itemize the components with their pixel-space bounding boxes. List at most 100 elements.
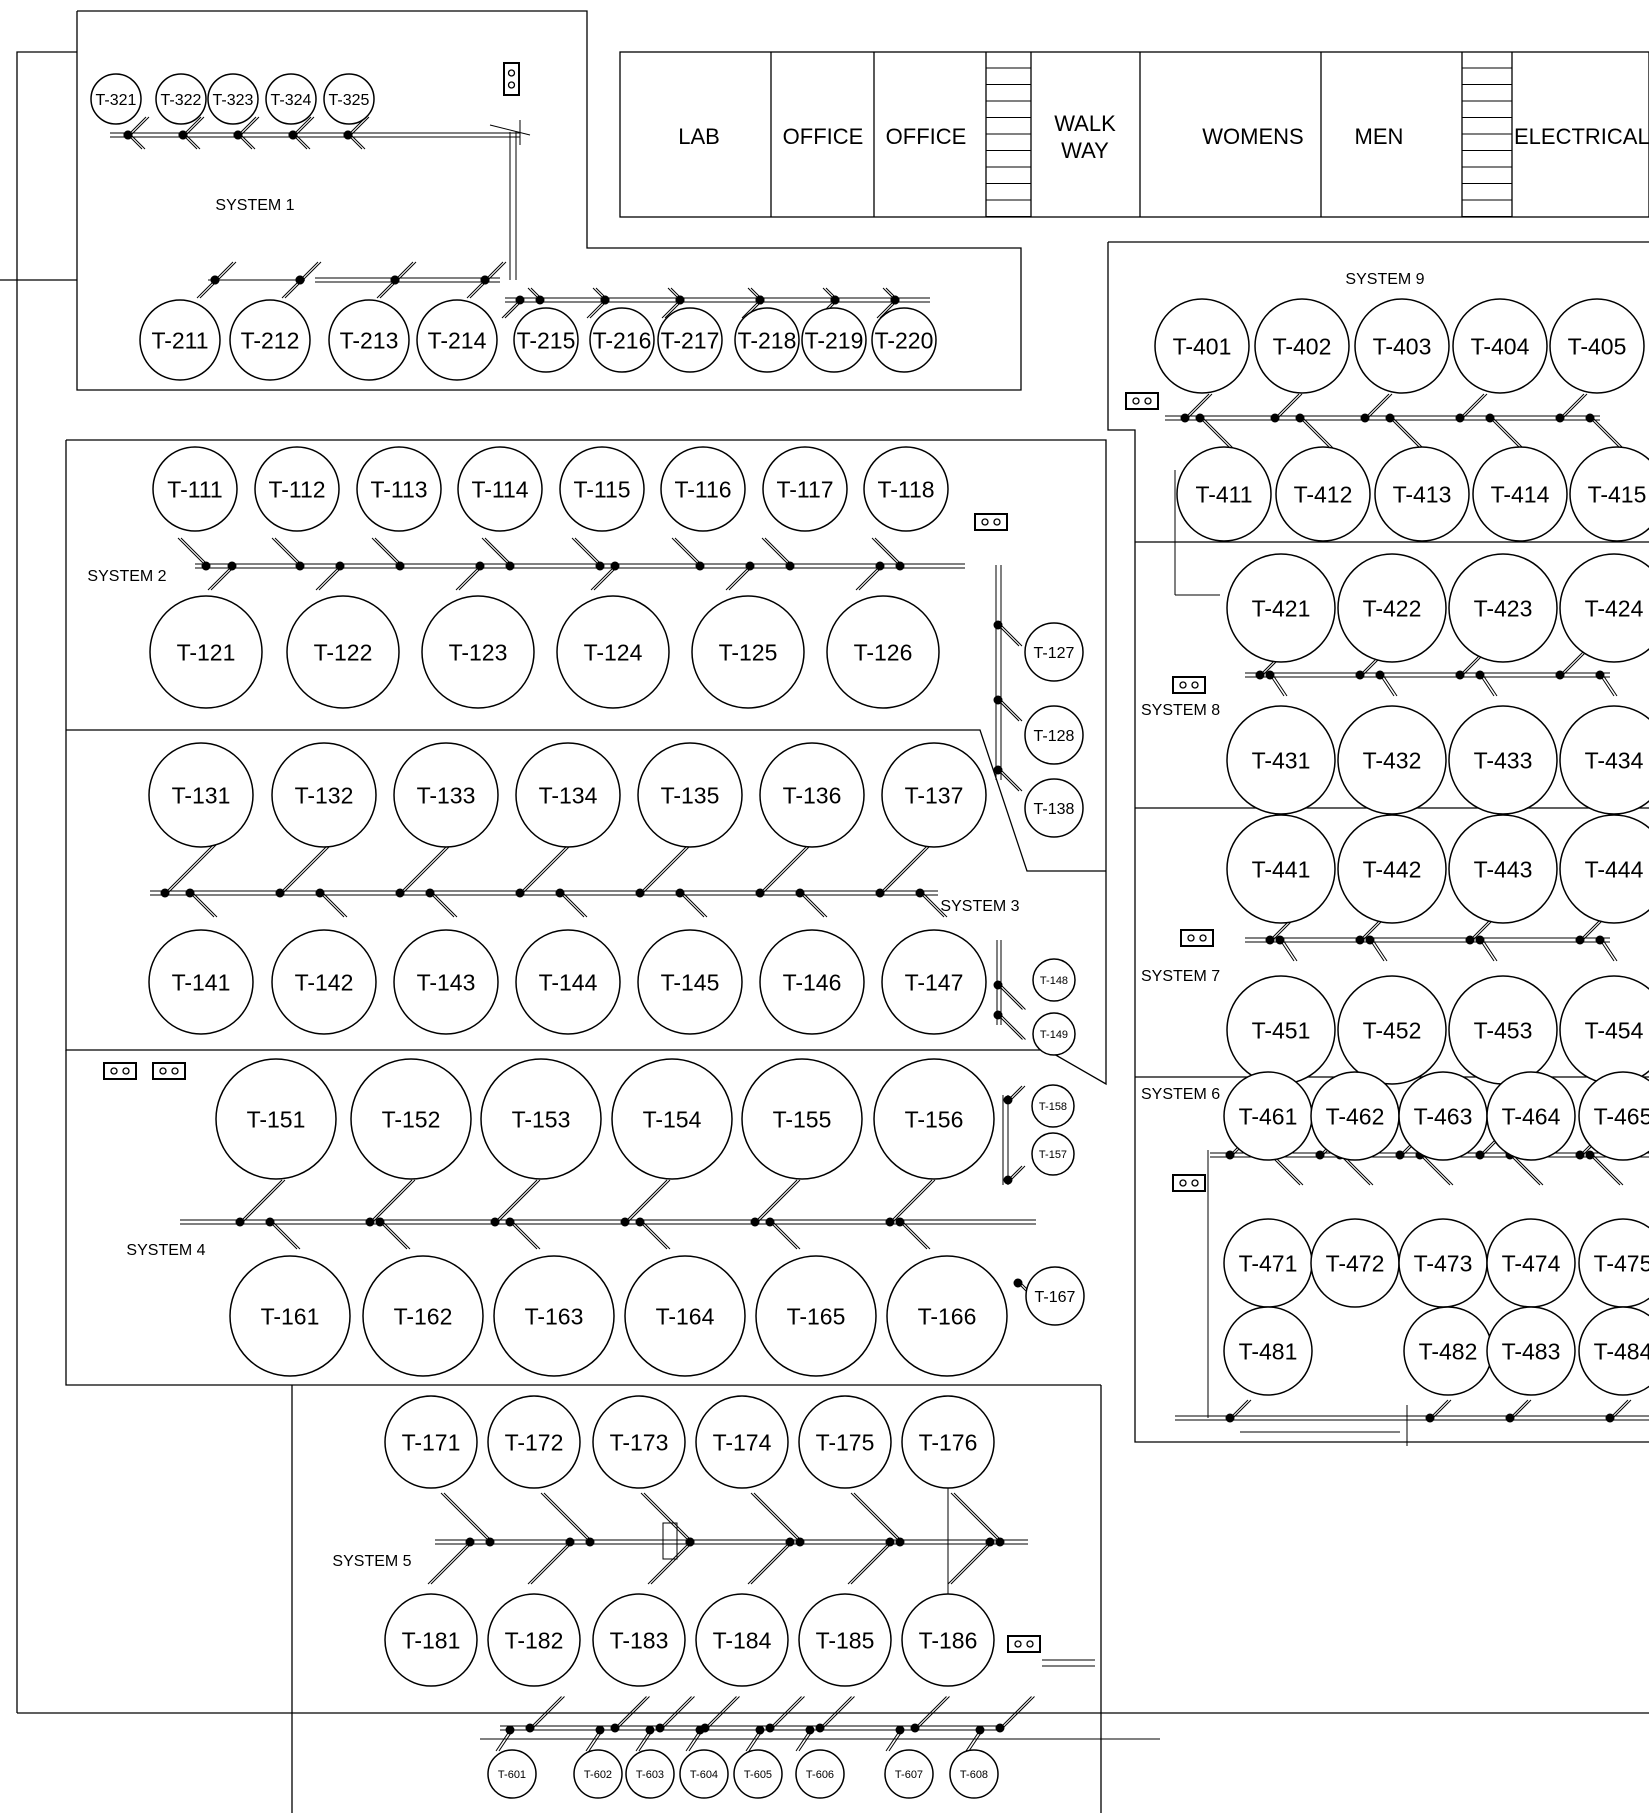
tank[interactable]: T-471 [1223, 1218, 1313, 1308]
tank[interactable]: T-132 [271, 742, 377, 848]
tank[interactable]: T-453 [1448, 975, 1558, 1085]
tank[interactable]: T-126 [826, 595, 940, 709]
tank[interactable]: T-323 [207, 73, 259, 125]
tank[interactable]: T-154 [611, 1058, 733, 1180]
tank[interactable]: T-482 [1403, 1306, 1493, 1396]
tank[interactable]: T-161 [229, 1255, 351, 1377]
tank[interactable]: T-163 [493, 1255, 615, 1377]
tank[interactable]: T-606 [795, 1749, 845, 1799]
tank[interactable]: T-114 [457, 446, 543, 532]
tank[interactable]: T-112 [254, 446, 340, 532]
tank[interactable]: T-405 [1549, 298, 1645, 394]
tank[interactable]: T-325 [323, 73, 375, 125]
tank[interactable]: T-167 [1025, 1266, 1085, 1326]
tank[interactable]: T-441 [1226, 814, 1336, 924]
tank[interactable]: T-113 [356, 446, 442, 532]
tank[interactable]: T-166 [886, 1255, 1008, 1377]
tank[interactable]: T-402 [1254, 298, 1350, 394]
tank[interactable]: T-124 [556, 595, 670, 709]
tank[interactable]: T-608 [949, 1749, 999, 1799]
tank[interactable]: T-176 [901, 1395, 995, 1489]
tank[interactable]: T-605 [733, 1749, 783, 1799]
tank[interactable]: T-186 [901, 1593, 995, 1687]
tank[interactable]: T-472 [1310, 1218, 1400, 1308]
tank[interactable]: T-462 [1310, 1071, 1400, 1161]
tank[interactable]: T-475 [1578, 1218, 1649, 1308]
tank[interactable]: T-604 [679, 1749, 729, 1799]
tank[interactable]: T-464 [1486, 1071, 1576, 1161]
tank[interactable]: T-172 [487, 1395, 581, 1489]
tank[interactable]: T-158 [1031, 1084, 1075, 1128]
tank[interactable]: T-452 [1337, 975, 1447, 1085]
tank[interactable]: T-220 [871, 307, 937, 373]
tank[interactable]: T-474 [1486, 1218, 1576, 1308]
tank[interactable]: T-128 [1024, 705, 1084, 765]
tank[interactable]: T-451 [1226, 975, 1336, 1085]
tank[interactable]: T-142 [271, 929, 377, 1035]
tank[interactable]: T-184 [695, 1593, 789, 1687]
tank[interactable]: T-454 [1559, 975, 1649, 1085]
tank[interactable]: T-216 [589, 307, 655, 373]
tank[interactable]: T-117 [762, 446, 848, 532]
tank[interactable]: T-481 [1223, 1306, 1313, 1396]
tank[interactable]: T-115 [559, 446, 645, 532]
tank[interactable]: T-607 [884, 1749, 934, 1799]
tank[interactable]: T-145 [637, 929, 743, 1035]
tank[interactable]: T-434 [1559, 705, 1649, 815]
tank[interactable]: T-461 [1223, 1071, 1313, 1161]
tank[interactable]: T-213 [328, 299, 410, 381]
tank[interactable]: T-134 [515, 742, 621, 848]
tank[interactable]: T-118 [863, 446, 949, 532]
tank[interactable]: T-153 [480, 1058, 602, 1180]
tank[interactable]: T-131 [148, 742, 254, 848]
tank[interactable]: T-431 [1226, 705, 1336, 815]
tank[interactable]: T-146 [759, 929, 865, 1035]
tank[interactable]: T-601 [487, 1749, 537, 1799]
tank[interactable]: T-171 [384, 1395, 478, 1489]
tank[interactable]: T-185 [798, 1593, 892, 1687]
tank[interactable]: T-143 [393, 929, 499, 1035]
tank[interactable]: T-155 [741, 1058, 863, 1180]
tank[interactable]: T-156 [873, 1058, 995, 1180]
tank[interactable]: T-181 [384, 1593, 478, 1687]
tank[interactable]: T-215 [513, 307, 579, 373]
tank[interactable]: T-324 [265, 73, 317, 125]
tank[interactable]: T-111 [152, 446, 238, 532]
tank[interactable]: T-421 [1226, 553, 1336, 663]
tank[interactable]: T-123 [421, 595, 535, 709]
tank[interactable]: T-151 [215, 1058, 337, 1180]
tank[interactable]: T-602 [573, 1749, 623, 1799]
tank[interactable]: T-164 [624, 1255, 746, 1377]
tank[interactable]: T-321 [90, 73, 142, 125]
tank[interactable]: T-174 [695, 1395, 789, 1489]
tank[interactable]: T-404 [1452, 298, 1548, 394]
tank[interactable]: T-183 [592, 1593, 686, 1687]
tank[interactable]: T-122 [286, 595, 400, 709]
tank[interactable]: T-603 [625, 1749, 675, 1799]
tank[interactable]: T-219 [801, 307, 867, 373]
tank[interactable]: T-138 [1024, 778, 1084, 838]
tank[interactable]: T-483 [1486, 1306, 1576, 1396]
tank[interactable]: T-322 [155, 73, 207, 125]
tank[interactable]: T-403 [1354, 298, 1450, 394]
tank[interactable]: T-413 [1374, 446, 1470, 542]
tank[interactable]: T-148 [1032, 958, 1076, 1002]
tank[interactable]: T-141 [148, 929, 254, 1035]
tank[interactable]: T-217 [657, 307, 723, 373]
tank[interactable]: T-165 [755, 1255, 877, 1377]
tank[interactable]: T-465 [1578, 1071, 1649, 1161]
tank[interactable]: T-211 [139, 299, 221, 381]
tank[interactable]: T-412 [1275, 446, 1371, 542]
tank[interactable]: T-116 [660, 446, 746, 532]
tank[interactable]: T-444 [1559, 814, 1649, 924]
tank[interactable]: T-175 [798, 1395, 892, 1489]
tank[interactable]: T-218 [734, 307, 800, 373]
tank[interactable]: T-433 [1448, 705, 1558, 815]
tank[interactable]: T-443 [1448, 814, 1558, 924]
tank[interactable]: T-415 [1569, 446, 1649, 542]
tank[interactable]: T-182 [487, 1593, 581, 1687]
tank[interactable]: T-162 [362, 1255, 484, 1377]
tank[interactable]: T-414 [1472, 446, 1568, 542]
tank[interactable]: T-423 [1448, 553, 1558, 663]
tank[interactable]: T-137 [881, 742, 987, 848]
